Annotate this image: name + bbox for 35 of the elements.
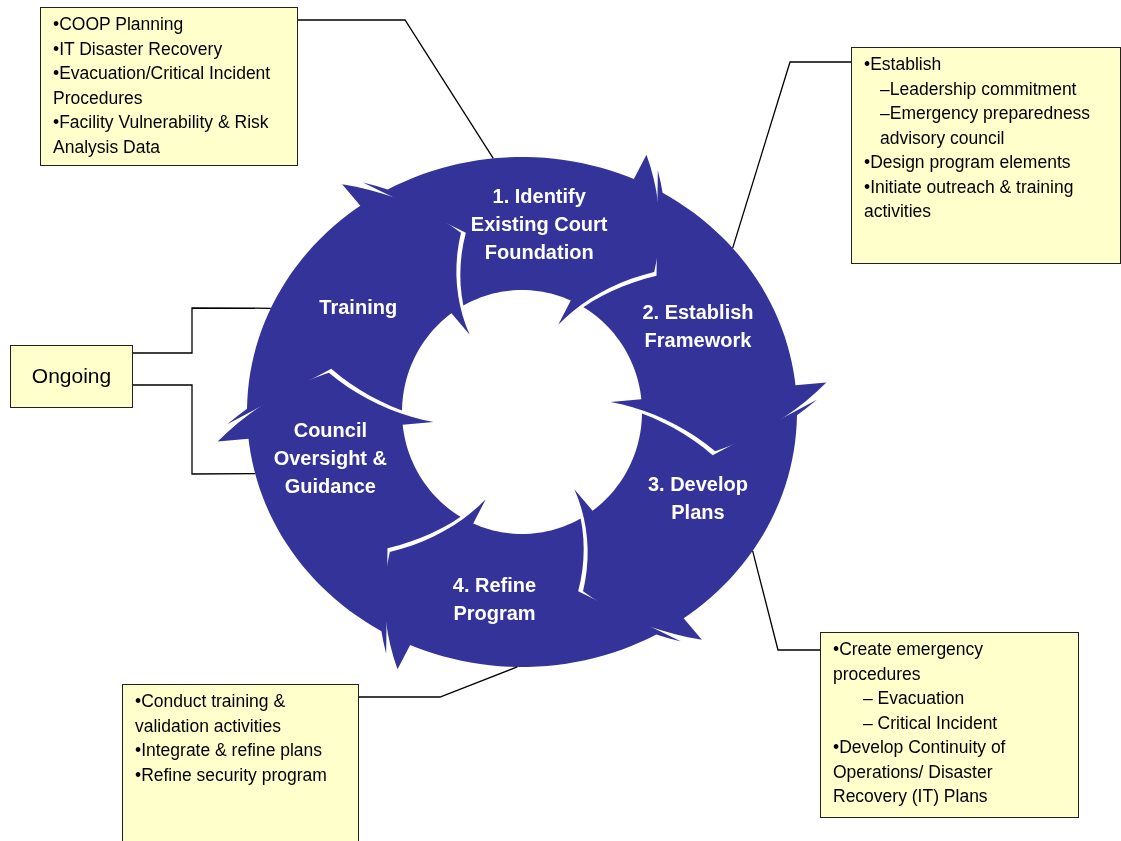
bullet-text: •Evacuation/Critical Incident Procedures (53, 62, 272, 110)
bullet-text: •COOP Planning (53, 13, 185, 36)
leader-line (132, 384, 256, 475)
bullet-text: •Initiate outreach & training activities (864, 175, 1075, 223)
step-label: Training (319, 294, 398, 320)
leader-line (297, 19, 494, 160)
note-box (122, 684, 359, 841)
curved-arrow-segment (574, 399, 817, 640)
leader-line (732, 61, 852, 249)
bullet-text: •Develop Continuity of Operations/ Disaster Recovery (IT) Plans (833, 736, 1007, 808)
bullet-text: •Integrate & refine plans (135, 739, 324, 762)
bullet-text: •IT Disaster Recovery (53, 37, 224, 61)
bullet-text: •Conduct training & validation activities (135, 690, 287, 738)
step-label: 1. Identify Existing Court Foundation (469, 184, 609, 266)
note-box (820, 632, 1079, 818)
bullet-text: –Emergency preparedness advisory council (879, 102, 1092, 150)
bullet-text: – Evacuation (862, 687, 966, 710)
bullet-text: •Establish (864, 53, 943, 76)
bullet-text: •Create emergency procedures (833, 638, 985, 686)
note-box (851, 47, 1121, 264)
step-label: Council Oversight & Guidance (272, 417, 389, 499)
note-box (40, 7, 298, 166)
step-label: 3. Develop Plans (646, 471, 749, 525)
step-label: 4. Refine Program (451, 572, 538, 626)
bullet-text: – Critical Incident (862, 711, 999, 735)
leader-line (358, 666, 518, 698)
bullet-text: •Design program elements (864, 151, 1072, 174)
bullet-text: Ongoing (31, 364, 112, 389)
leader-line (752, 550, 821, 651)
note-box (10, 345, 133, 408)
leader-line (132, 307, 272, 354)
bullet-text: •Refine security program (135, 763, 328, 787)
step-label: 2. Establish Framework (641, 300, 755, 354)
bullet-text: –Leadership commitment (879, 77, 1078, 101)
bullet-text: •Facility Vulnerability & Risk Analysis Data (53, 111, 270, 159)
